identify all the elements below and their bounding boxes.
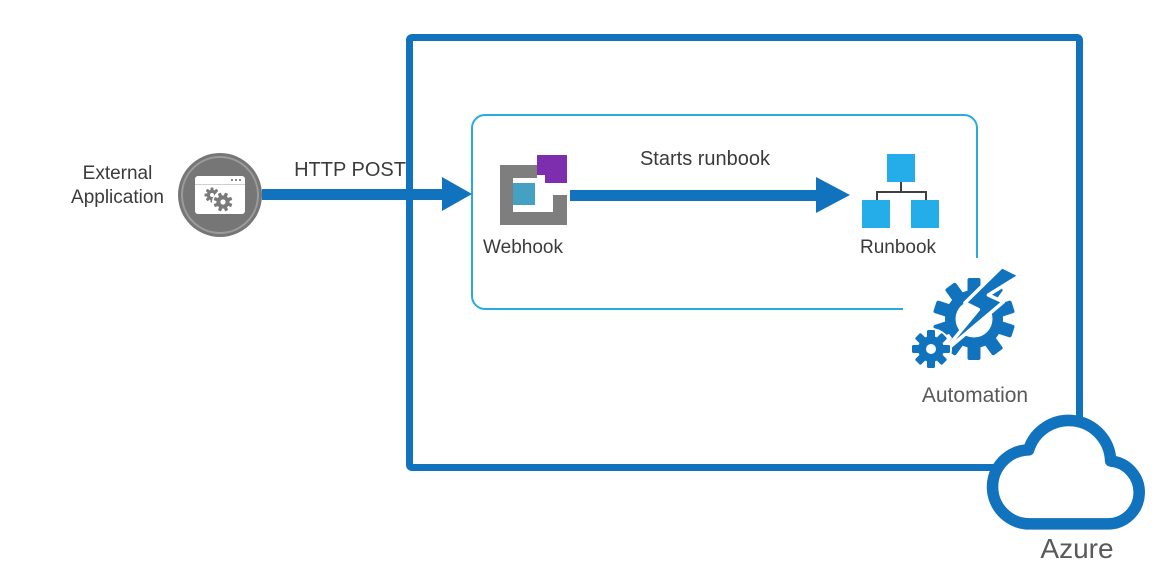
starts-runbook-arrow <box>570 190 816 201</box>
browser-window-icon <box>195 176 245 214</box>
external-application-icon <box>178 153 262 237</box>
starts-runbook-arrowhead <box>816 177 850 213</box>
automation-label: Automation <box>921 384 1029 407</box>
azure-cloud-icon <box>985 414 1153 533</box>
runbook-label: Runbook <box>859 237 937 258</box>
automation-inner-box <box>471 114 978 310</box>
runbook-icon <box>862 154 940 230</box>
starts-runbook-label: Starts runbook <box>639 148 771 170</box>
webhook-icon <box>500 153 568 225</box>
lightning-bolt-icon <box>940 264 1022 356</box>
automation-icon <box>903 258 1022 370</box>
http-post-arrowhead <box>442 177 472 211</box>
azure-label: Azure <box>1040 533 1114 564</box>
gears-icon <box>204 187 234 212</box>
webhook-label: Webhook <box>483 237 563 258</box>
external-application-label: External Application <box>71 163 164 208</box>
http-post-arrow <box>262 189 443 200</box>
http-post-label: HTTP POST <box>294 159 406 181</box>
azure-boundary-box <box>406 34 1083 471</box>
